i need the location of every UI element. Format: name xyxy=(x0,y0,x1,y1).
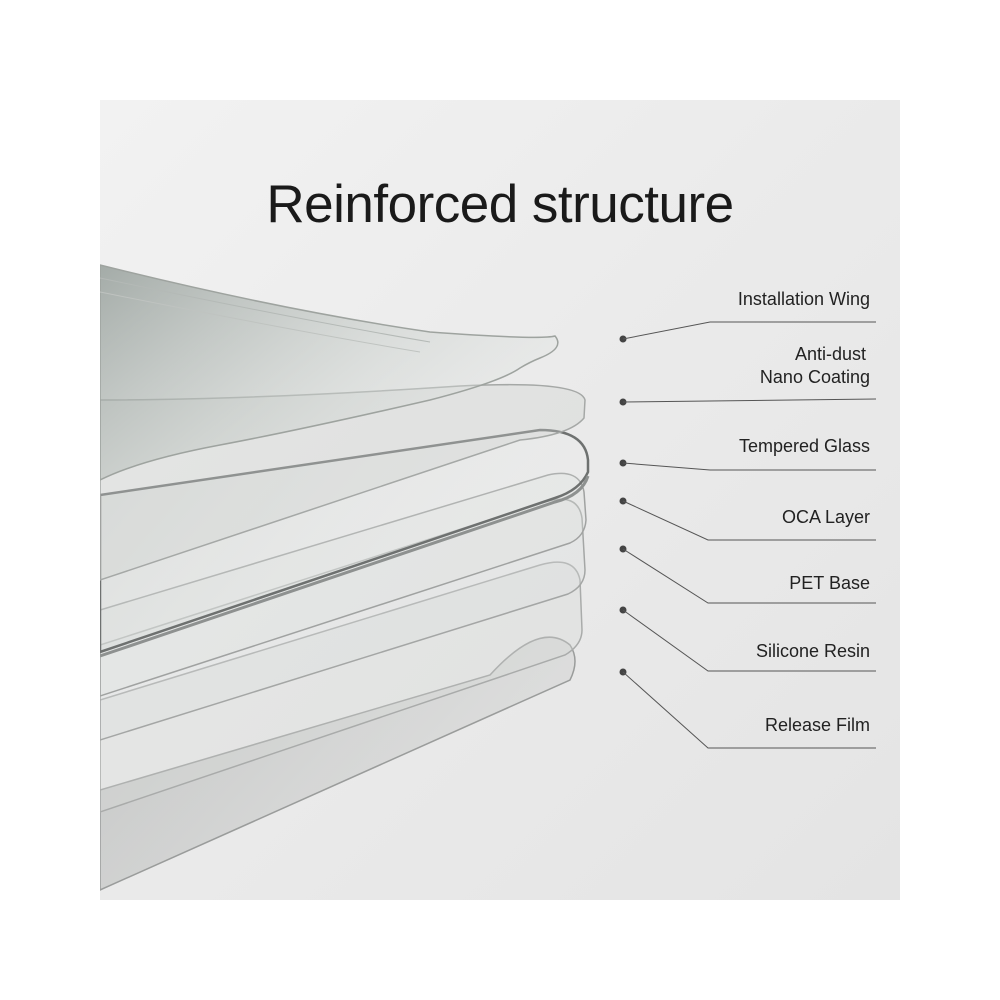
label-oca-layer: OCA Layer xyxy=(782,506,870,529)
label-text: Silicone Resin xyxy=(756,641,870,661)
label-anti-dust-nano-coating: Anti-dust Nano Coating xyxy=(760,343,870,389)
label-text: PET Base xyxy=(789,573,870,593)
label-text: Installation Wing xyxy=(738,289,870,309)
leader-tempered-glass xyxy=(620,460,877,471)
leader-anti-dust xyxy=(620,399,877,406)
label-release-film: Release Film xyxy=(765,714,870,737)
label-text: Tempered Glass xyxy=(739,436,870,456)
label-text: Release Film xyxy=(765,715,870,735)
label-installation-wing: Installation Wing xyxy=(738,288,870,311)
label-tempered-glass: Tempered Glass xyxy=(739,435,870,458)
label-text-line2: Nano Coating xyxy=(760,366,870,389)
label-pet-base: PET Base xyxy=(789,572,870,595)
label-text-line1: Anti-dust xyxy=(760,343,870,366)
diagram-canvas: Reinforced structure Installation Wing A… xyxy=(100,100,900,900)
label-text: OCA Layer xyxy=(782,507,870,527)
leader-installation-wing xyxy=(620,322,877,343)
label-silicone-resin: Silicone Resin xyxy=(756,640,870,663)
page-title: Reinforced structure xyxy=(100,174,900,235)
